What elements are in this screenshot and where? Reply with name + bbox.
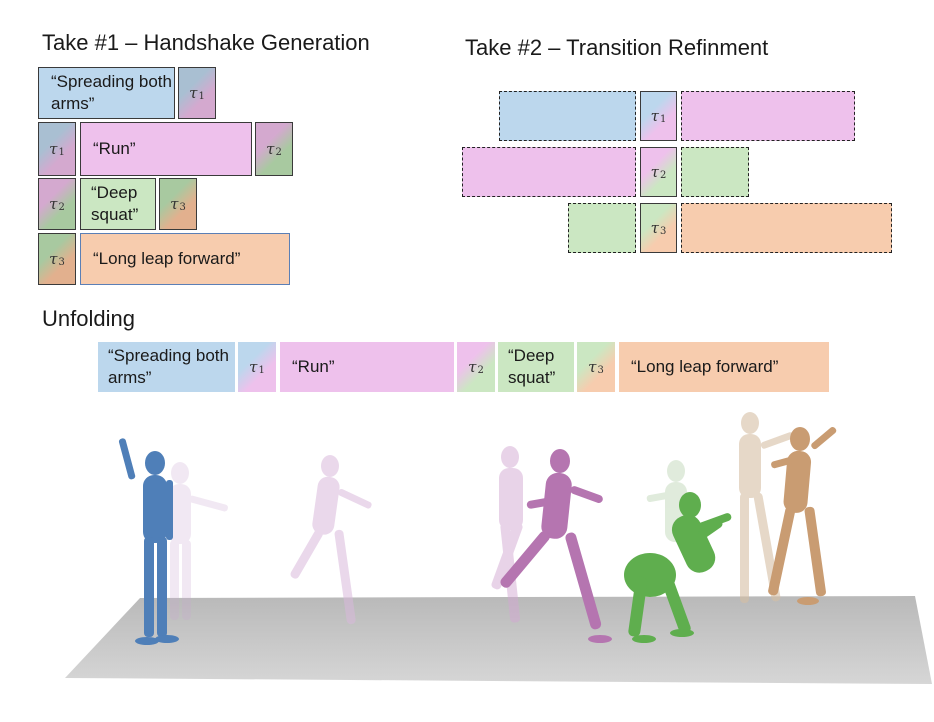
take2-segment-pink-1	[681, 91, 855, 141]
take2-segment-green-1	[681, 147, 749, 197]
take2-title: Take #2 – Transition Refinment	[465, 35, 769, 60]
floor-plane	[65, 596, 932, 684]
take2-segment-green-2	[568, 203, 636, 253]
unfold-prompt-squat: “Deep squat”	[498, 342, 574, 392]
take1-title: Take #1 – Handshake Generation	[42, 30, 370, 55]
take1-prompt-spreading: “Spreading both arms”	[38, 67, 175, 119]
figure-run-ghost	[290, 455, 372, 625]
take1-prompt-run: “Run”	[80, 122, 252, 176]
unfold-prompt-spreading: “Spreading both arms”	[98, 342, 235, 392]
figure-spreading-arms	[118, 438, 228, 645]
unfolding-title: Unfolding	[42, 306, 135, 331]
take1-prompt-leap: “Long leap forward”	[80, 233, 290, 285]
take2-segment-blue	[499, 91, 636, 141]
figure-long-leap	[739, 412, 837, 605]
take2-segment-pink-2	[462, 147, 636, 197]
take1-prompt-squat: “Deep squat”	[80, 178, 156, 230]
unfold-prompt-leap: “Long leap forward”	[619, 342, 829, 392]
unfold-prompt-run: “Run”	[280, 342, 454, 392]
motion-sequence-illustration	[0, 412, 934, 722]
take2-segment-orange	[681, 203, 892, 253]
figure-run	[491, 446, 612, 643]
scene-bottom-fade	[0, 685, 934, 722]
figure-deep-squat	[624, 460, 732, 643]
